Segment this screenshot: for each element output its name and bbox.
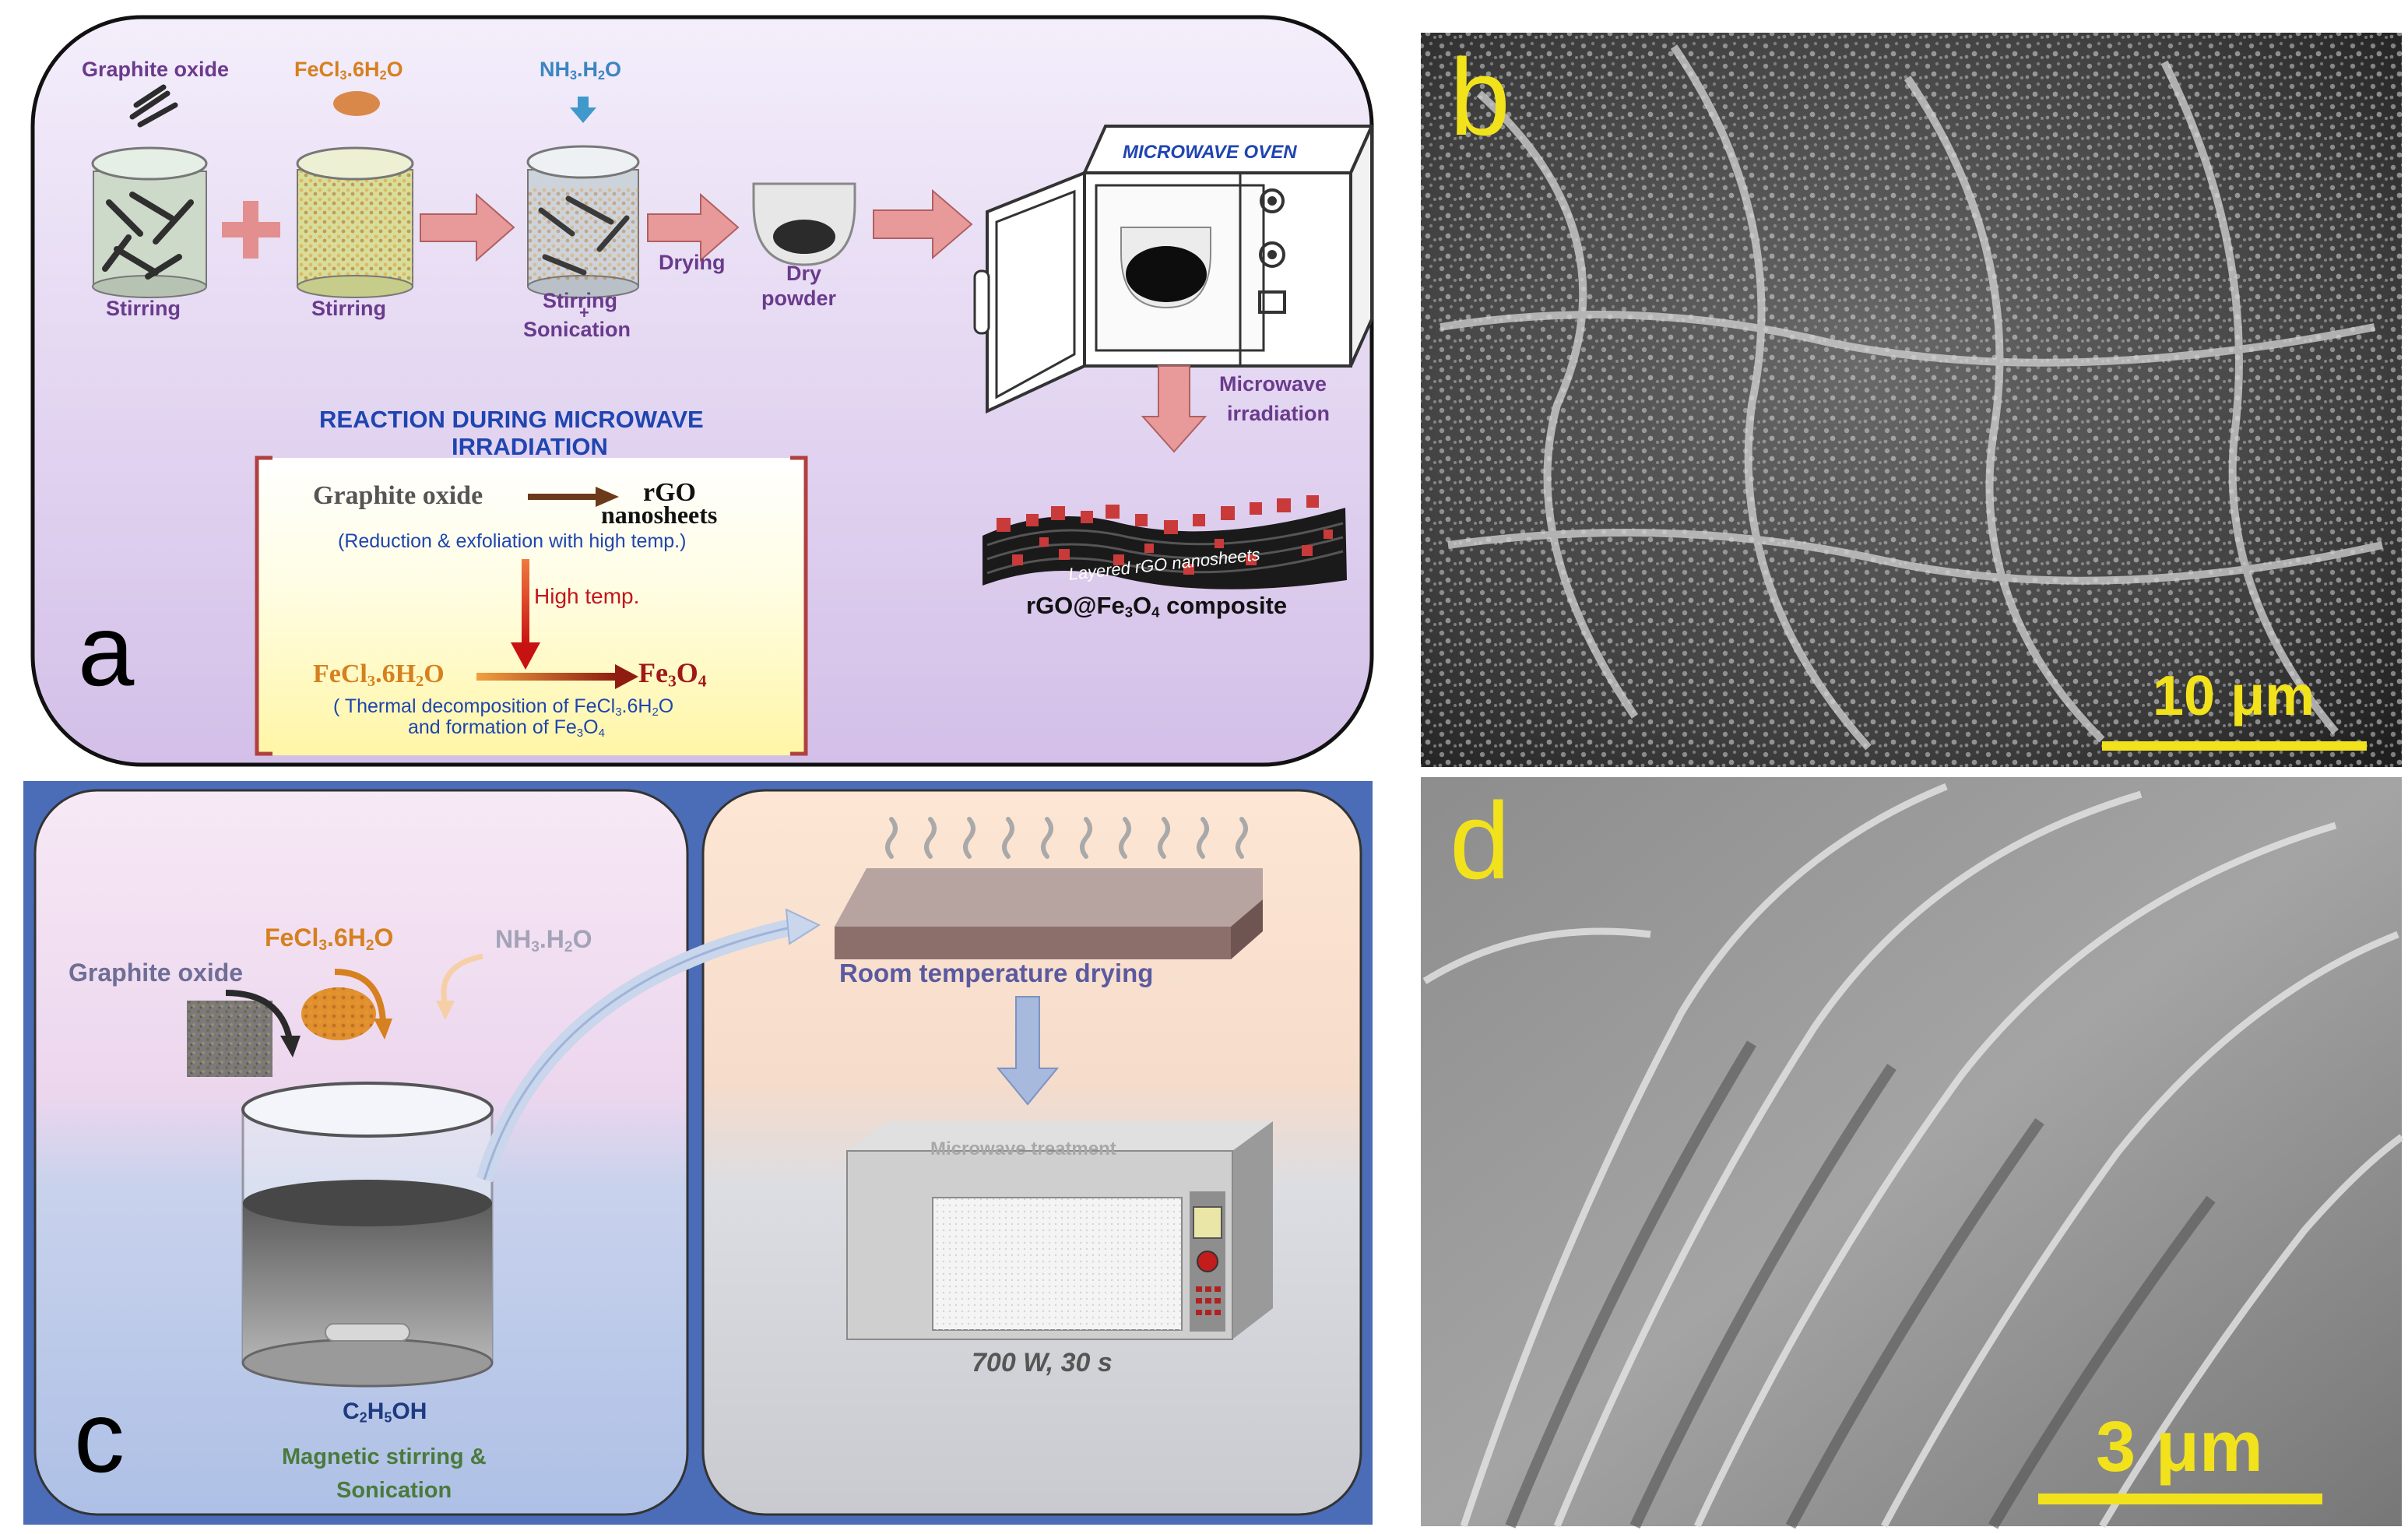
panel-c-letter: c [74,1380,125,1494]
graphite-oxide-icon [129,84,178,128]
nh3-label: NH3.H2O [540,58,622,83]
high-temp-label: High temp. [534,584,640,608]
panel-d-letter: d [1450,779,1510,902]
stirring-label-3: Stirring [543,289,618,312]
stirring-label-1: Stirring [106,297,181,320]
microwave-irradiation-line1: Microwave [1219,372,1327,396]
microwave-c [846,1121,1273,1340]
scale-bar-b-label: 10 μm [2153,665,2315,727]
mixing-label-line2: Sonication [336,1478,452,1503]
drying-tray [835,868,1263,959]
stirring-label-2: Stirring [311,297,387,320]
microwave-oven-label: MICROWAVE OVEN [1123,142,1297,163]
stirring-plus-label: + [579,303,589,322]
solvent-label: C2H5OH [343,1399,427,1426]
reaction2-product: Fe3O4 [638,657,707,691]
fecl3-arrow [334,969,386,1022]
scale-bar-d [2038,1494,2322,1504]
sem-d-dark-folds [1505,1040,2216,1529]
graphite-oxide-label-c: Graphite oxide [69,959,244,987]
composite-label: rGO@Fe3O4 composite [1026,592,1288,621]
rgo-fe3o4-composite [983,495,1347,589]
microwave-treatment-label: Microwave treatment [930,1138,1116,1159]
drying-down-arrow [996,996,1060,1106]
panel-b-letter: b [1450,36,1510,158]
beaker-c [241,1082,494,1388]
mixing-label-line1: Magnetic stirring & [282,1444,487,1469]
scale-bar-d-label: 3 μm [2096,1407,2263,1487]
fecl3-label-c: FeCl3.6H2O [265,924,394,954]
microwave-irradiation-line2: irradiation [1227,402,1331,425]
reaction1-note: (Reduction & exfoliation with high temp.… [338,530,687,552]
drying-label: Drying [659,251,726,274]
reaction1-product-line1: rGO [643,478,696,507]
microwave-conditions-label: 700 W, 30 s [972,1348,1113,1377]
process-arrow-3 [873,188,973,260]
reaction1-reactant: Graphite oxide [313,481,483,510]
nh3-drop-arrow-icon [570,97,596,123]
microwave-buttons [1196,1286,1221,1315]
reaction-title-line2: IRRADIATION [452,433,608,460]
process-arrow-1 [420,192,515,262]
reaction2-reactant: FeCl3.6H2O [313,660,445,691]
microwave-down-arrow [1141,365,1208,453]
reaction1-product-line2: nanosheets [601,501,718,529]
nh3-label-c: NH3.H2O [495,925,592,955]
graphite-oxide-label: Graphite oxide [82,58,230,81]
plus-sign [222,201,280,259]
vapor-steam [885,817,1248,859]
reaction2-note-line1: ( Thermal decomposition of FeCl3.6H2O [333,695,674,719]
reaction-box [255,456,808,756]
powder-label: powder [761,287,837,310]
microwave-knob [1197,1251,1218,1272]
microwave-oven [973,125,1375,414]
dry-label: Dry [786,262,822,285]
stir-bar [325,1323,410,1342]
reaction2-note-line2: and formation of Fe3O4 [408,716,605,740]
fecl3-label: FeCl3.6H2O [294,58,403,83]
sonication-label: Sonication [523,318,631,341]
scale-bar-b [2102,741,2367,751]
panel-c [23,781,1373,1525]
dry-powder-crucible [752,182,856,266]
panel-a-letter: a [78,593,135,707]
beaker-graphite-oxide [91,146,208,298]
reaction-title-line1: REACTION DURING MICROWAVE [319,406,704,433]
process-arrow-2 [647,192,740,262]
room-temperature-drying-label: Room temperature drying [839,959,1154,987]
panel-a [30,15,1375,767]
nh3-arrow [441,953,483,1005]
microwave-display [1193,1206,1222,1239]
sem-d-sheets [1422,783,2404,1529]
beaker-mixture [526,145,640,298]
fecl3-powder-icon [333,91,380,116]
panel-d [1421,777,2404,1529]
sem-b-ridges [1440,44,2384,751]
panel-b [1421,33,2402,767]
graphite-oxide-arrow [225,990,293,1040]
beaker-fecl3 [296,146,414,298]
